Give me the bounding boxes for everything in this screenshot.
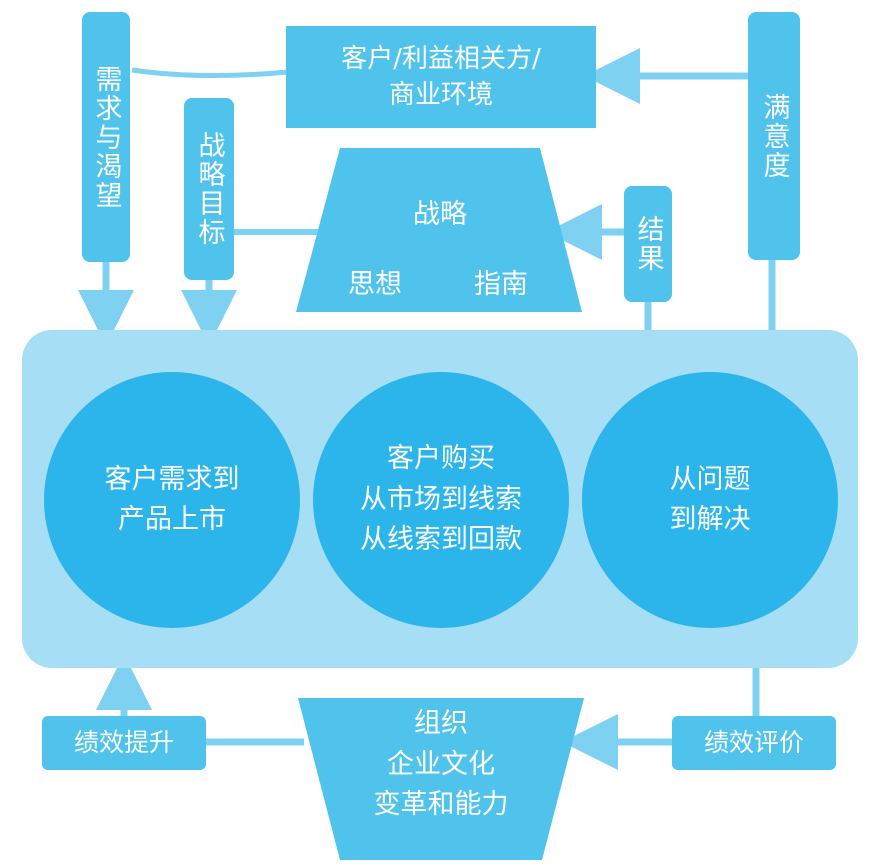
customer-stakeholder-box: 客户/利益相关方/ 商业环境 <box>286 26 596 128</box>
strategic-goals-box: 战略目标 <box>184 98 234 280</box>
process-circle-lead-to-cash: 客户购买 从市场到线索 从线索到回款 <box>313 372 569 628</box>
satisfaction-box: 满意度 <box>748 12 800 260</box>
strategy-thought: 思想 <box>348 269 402 300</box>
process-label-issue-to-resolution: 从问题 到解决 <box>669 463 751 536</box>
process-circle-issue-to-resolution: 从问题 到解决 <box>582 372 838 628</box>
process-label-lead-to-cash: 客户购买 从市场到线索 从线索到回款 <box>360 443 522 556</box>
needs-and-desires-box: 需求与渴望 <box>82 12 130 262</box>
results-box: 结果 <box>624 186 672 302</box>
customer-to-needs-curve <box>131 67 289 79</box>
organization-trapezoid <box>298 698 584 860</box>
performance-improvement-box: 绩效提升 <box>42 716 206 770</box>
performance-evaluation-box: 绩效评价 <box>672 716 836 770</box>
strategy-trapezoid <box>296 148 582 312</box>
strategy-title: 战略 <box>413 199 467 230</box>
strategic-goals-label: 战略目标 <box>193 131 225 247</box>
process-circle-idea-to-market: 客户需求到 产品上市 <box>44 372 300 628</box>
results-label: 结果 <box>632 215 664 273</box>
needs-and-desires-label: 需求与渴望 <box>90 64 122 210</box>
organization-label: 组织 企业文化 变革和能力 <box>373 708 509 820</box>
satisfaction-label: 满意度 <box>758 92 790 180</box>
process-label-idea-to-market: 客户需求到 产品上市 <box>104 463 240 536</box>
strategy-guide: 指南 <box>474 269 528 300</box>
